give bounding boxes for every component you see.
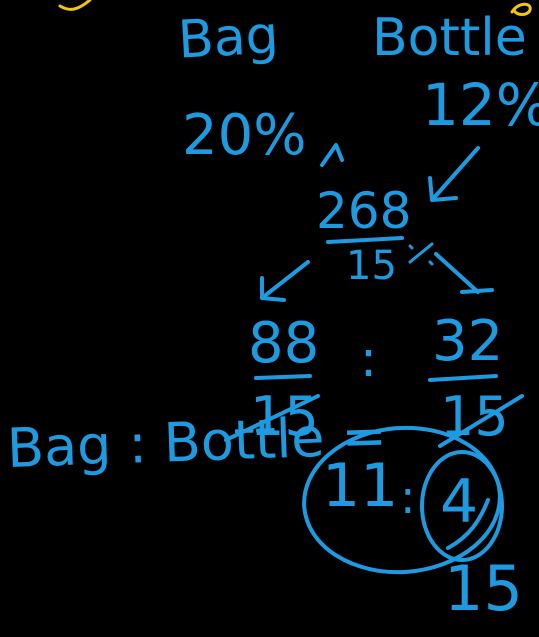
bag-percent: 20% xyxy=(182,103,307,168)
fraction-bar-total xyxy=(326,236,404,244)
ratio-circle-small xyxy=(420,450,504,562)
yellow-stroke-right xyxy=(510,2,532,16)
fraction-bar-right xyxy=(428,374,498,382)
total-denominator: 15 xyxy=(346,243,397,289)
label-bottle: Bottle xyxy=(372,8,527,68)
yellow-stroke-left xyxy=(58,0,92,11)
label-bag: Bag xyxy=(176,5,281,71)
arrow-from-bottle-icon xyxy=(428,146,480,202)
total-numerator: 268 xyxy=(316,182,412,240)
separator-colon: : xyxy=(360,330,377,388)
ratio-colon: : xyxy=(400,470,416,524)
ratio-right-value: 4 xyxy=(440,467,479,537)
cancel-stroke-left xyxy=(224,394,320,442)
percent-mark-icon xyxy=(408,242,434,266)
left-denominator: 15 xyxy=(250,385,319,448)
circle-slash-stroke xyxy=(446,498,490,550)
ratio-left-value: 11 xyxy=(322,451,399,521)
bottom-denominator: 15 xyxy=(444,552,523,625)
right-numerator: 32 xyxy=(432,309,504,374)
arrow-up-to-bag-icon xyxy=(320,143,344,167)
arrow-down-right-icon xyxy=(434,252,494,294)
fraction-bar-left xyxy=(254,374,312,380)
left-numerator: 88 xyxy=(248,311,320,376)
arrow-down-left-icon xyxy=(260,260,310,302)
bottle-percent: 12% xyxy=(422,71,539,139)
right-denominator: 15 xyxy=(440,385,509,448)
